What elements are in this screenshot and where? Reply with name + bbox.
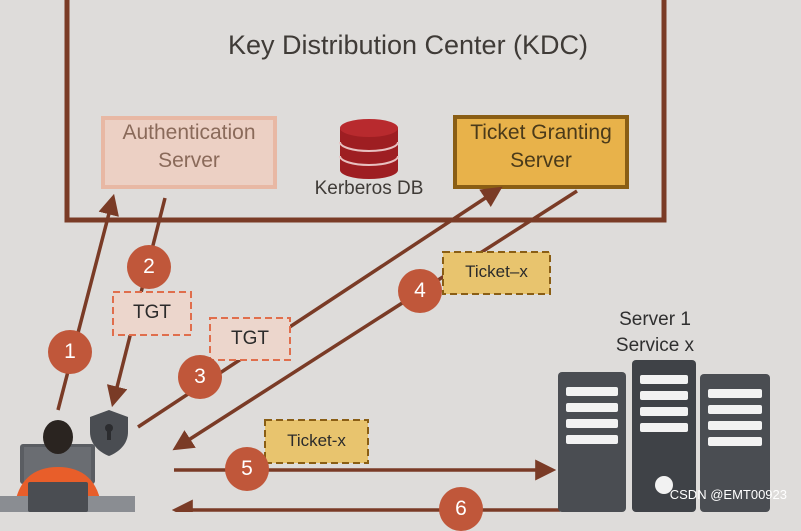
ticket-x-2 — [264, 419, 369, 464]
server-line1: Server 1 — [619, 309, 691, 330]
shield-icon — [90, 410, 128, 456]
ticket-x-label-1: Ticket–x — [465, 262, 528, 281]
authentication-server-line2: Server — [158, 149, 220, 172]
diagram-canvas — [0, 0, 770, 512]
authentication-server-label: Authentication Server — [103, 119, 275, 175]
step-3-badge: 3 — [178, 355, 222, 399]
server-rack-icon — [558, 360, 770, 512]
ticket-granting-server-label: Ticket Granting Server — [456, 119, 626, 175]
step-6-badge: 6 — [439, 487, 483, 531]
authentication-server-box — [101, 116, 277, 189]
tgt-ticket-2 — [209, 317, 291, 361]
authentication-server-line1: Authentication — [122, 121, 256, 144]
ticket-granting-server-box — [453, 115, 629, 189]
step-4-badge: 4 — [398, 269, 442, 313]
step-2-badge: 2 — [127, 245, 171, 289]
tgs-line1: Ticket Granting — [470, 121, 612, 144]
ticket-x-1 — [442, 251, 551, 295]
arrow-step-4 — [172, 189, 578, 451]
user-computer-icon — [0, 420, 135, 512]
ticket-x-label-2: Ticket-x — [287, 431, 346, 450]
watermark: CSDN @EMT00923 — [669, 487, 787, 502]
step-5-badge: 5 — [225, 447, 269, 491]
kdc-box — [64, 0, 667, 223]
step-1-badge: 1 — [48, 330, 92, 374]
kerberos-db-label: Kerberos DB — [314, 178, 424, 199]
arrow-step-1 — [56, 193, 119, 411]
tgs-line2: Server — [510, 149, 572, 172]
server-label: Server 1 Service x — [600, 307, 710, 359]
tgt-label-2: TGT — [231, 328, 269, 349]
server-line2: Service x — [615, 335, 695, 356]
database-icon — [339, 119, 399, 179]
tgt-ticket-1 — [112, 291, 192, 336]
kdc-title: Key Distribution Center (KDC) — [227, 30, 589, 60]
tgt-label-1: TGT — [133, 302, 171, 323]
